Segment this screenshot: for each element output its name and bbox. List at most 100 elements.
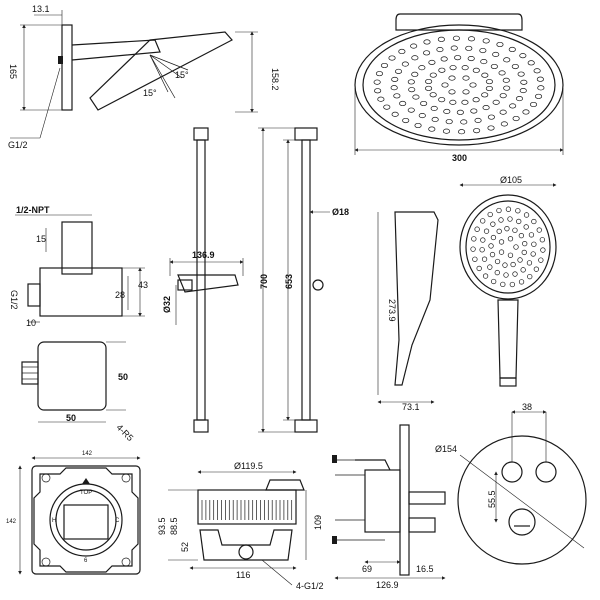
hand-nozzle bbox=[503, 272, 509, 278]
rail-width: 136.9 bbox=[192, 250, 215, 260]
nozzle bbox=[423, 39, 431, 45]
nozzle bbox=[461, 65, 469, 71]
nozzle bbox=[517, 71, 525, 77]
nozzle bbox=[490, 63, 498, 70]
nozzle bbox=[375, 71, 384, 77]
hand-nozzle bbox=[509, 281, 515, 288]
nozzle bbox=[401, 61, 409, 67]
hand-nozzle bbox=[496, 228, 502, 234]
outlet-dim-50w: 50 bbox=[66, 413, 76, 423]
hand-nozzle bbox=[507, 236, 514, 242]
nozzle bbox=[452, 35, 460, 41]
shower-arm-view: 165 13.1 158.2 15° 15° G1/2 bbox=[8, 4, 280, 150]
valve-thread: 4-G1/2 bbox=[296, 581, 324, 591]
nozzle bbox=[480, 59, 488, 65]
nozzle bbox=[443, 108, 451, 115]
nozzle bbox=[390, 85, 398, 91]
nozzle bbox=[485, 85, 493, 92]
nozzle bbox=[522, 109, 530, 115]
nozzle bbox=[431, 116, 439, 123]
nozzle bbox=[512, 115, 520, 122]
hand-nozzle bbox=[507, 216, 513, 222]
nozzle bbox=[460, 119, 468, 125]
arm-dim-1582: 158.2 bbox=[270, 68, 280, 91]
nozzle bbox=[534, 93, 543, 99]
section-dim-165: 16.5 bbox=[416, 564, 434, 574]
hand-nozzle bbox=[515, 208, 521, 214]
nozzle bbox=[438, 97, 446, 103]
nozzle bbox=[498, 70, 506, 76]
hand-nozzle bbox=[540, 247, 546, 253]
rail-diameter: Ø32 bbox=[162, 296, 172, 313]
hand-nozzle bbox=[498, 217, 504, 223]
hand-nozzle bbox=[479, 247, 485, 253]
hand-nozzle bbox=[504, 226, 510, 232]
nozzle bbox=[408, 87, 416, 93]
hand-nozzle bbox=[520, 267, 526, 273]
hand-nozzle bbox=[527, 273, 533, 280]
nozzle bbox=[429, 72, 437, 78]
nozzle bbox=[440, 56, 448, 62]
nozzle bbox=[482, 38, 490, 44]
nozzle bbox=[448, 89, 456, 95]
elbow-dim-15: 15 bbox=[36, 234, 46, 244]
hand-nozzle bbox=[496, 207, 502, 214]
nozzle bbox=[461, 99, 469, 105]
nozzle bbox=[412, 94, 420, 100]
elbow-dim-28: 28 bbox=[115, 290, 125, 300]
box-h-mark: H bbox=[52, 518, 56, 524]
nozzle bbox=[511, 63, 519, 70]
nozzle bbox=[450, 45, 458, 51]
elbow-thread-top: 1/2-NPT bbox=[16, 205, 50, 215]
hand-shower-view: 273.9 73.1 Ø105 bbox=[377, 175, 557, 412]
rail-length: 700 bbox=[259, 274, 269, 289]
nozzle bbox=[430, 105, 438, 111]
wall-elbow-view: 1/2-NPT 15 43 28 G1/2 10 bbox=[9, 205, 148, 328]
nozzle bbox=[399, 100, 407, 107]
nozzle bbox=[467, 36, 476, 42]
nozzle bbox=[496, 41, 504, 48]
hand-nozzle bbox=[483, 228, 490, 234]
hand-nozzle bbox=[487, 264, 493, 270]
hand-nozzle bbox=[536, 227, 542, 233]
nozzle bbox=[441, 82, 449, 88]
rail-inner: 653 bbox=[284, 274, 294, 289]
hand-nozzle bbox=[480, 218, 486, 224]
arm-angle-1: 15° bbox=[175, 70, 189, 80]
nozzle bbox=[449, 65, 457, 71]
hand-nozzle bbox=[521, 249, 527, 256]
arm-angle-2: 15° bbox=[143, 88, 157, 98]
nozzle bbox=[465, 45, 473, 51]
nozzle bbox=[383, 104, 391, 110]
hand-nozzle bbox=[512, 271, 518, 277]
nozzle bbox=[377, 96, 385, 102]
valve-side-view: Ø119.5 93.5 88.5 52 109 116 4-G1/2 bbox=[157, 461, 324, 591]
hand-nozzle bbox=[530, 251, 536, 257]
hand-nozzle bbox=[491, 278, 497, 285]
hand-nozzle bbox=[528, 232, 535, 238]
box-height: 142 bbox=[6, 519, 17, 525]
section-dim-69: 69 bbox=[362, 564, 372, 574]
nozzle bbox=[402, 117, 410, 124]
elbow-dim-10: 10 bbox=[26, 318, 36, 328]
nozzle bbox=[428, 59, 436, 65]
nozzle bbox=[529, 101, 538, 108]
nozzle bbox=[499, 109, 507, 115]
valve-dim-109: 109 bbox=[313, 515, 323, 530]
nozzle bbox=[418, 65, 426, 71]
section-width: 126.9 bbox=[376, 580, 399, 590]
nozzle bbox=[527, 60, 535, 66]
nozzle bbox=[492, 99, 500, 105]
hand-nozzle bbox=[533, 266, 539, 272]
hand-diameter: Ø105 bbox=[500, 175, 522, 185]
nozzle bbox=[410, 43, 418, 49]
nozzle bbox=[373, 79, 381, 85]
nozzle bbox=[380, 62, 389, 69]
hand-nozzle bbox=[498, 239, 505, 245]
nozzle bbox=[458, 129, 466, 135]
valve-dim-52: 52 bbox=[180, 542, 190, 552]
nozzle bbox=[394, 68, 403, 74]
nozzle bbox=[472, 67, 480, 73]
arm-dim-131: 13.1 bbox=[32, 4, 50, 14]
hand-nozzle bbox=[518, 232, 525, 239]
